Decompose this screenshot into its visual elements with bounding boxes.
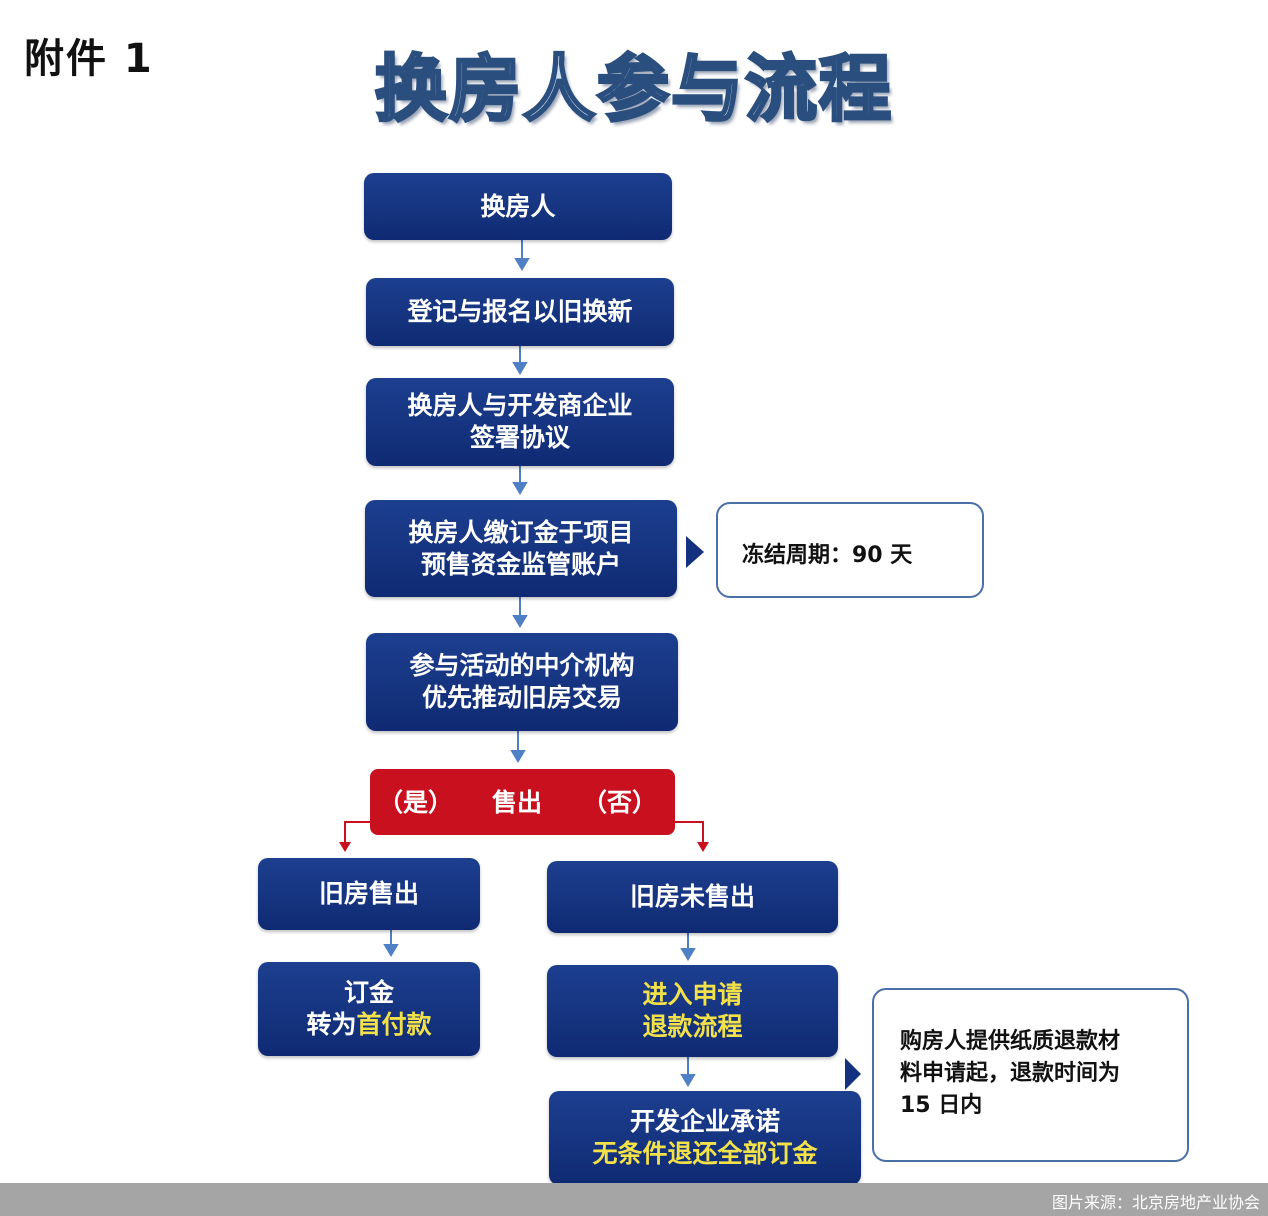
step-developer-promise: 开发企业承诺 无条件退还全部订金 [549,1091,861,1185]
downpayment-prefix: 转为 [306,1010,357,1039]
step-deposit-to-downpayment: 订金 转为首付款 [258,962,480,1056]
decision-yes: （是） [378,788,454,817]
step-agency-line-1: 参与活动的中介机构 [409,651,635,680]
step-pay-deposit: 换房人缴订金于项目 预售资金监管账户 [365,500,677,597]
page-title: 换房人参与流程 [373,46,893,133]
refund-note-line-3: 15 日内 [900,1093,983,1118]
branch-house-unsold: 旧房未售出 [547,861,838,933]
refund-line-2: 退款流程 [642,1012,743,1041]
deposit-text: 订金 [343,978,394,1007]
promise-line-1: 开发企业承诺 [629,1107,780,1136]
step-refund-process: 进入申请 退款流程 [547,965,838,1057]
step-exchanger-text: 换房人 [480,191,556,221]
step-register-text: 登记与报名以旧换新 [407,297,633,326]
branch-house-sold: 旧房售出 [258,858,480,930]
refund-line-1: 进入申请 [642,980,743,1009]
downpayment-highlight: 首付款 [356,1010,432,1039]
pointer-to-refund-note [845,1058,861,1090]
promise-line-2: 无条件退还全部订金 [592,1139,818,1168]
image-source: 图片来源：北京房地产业协会 [1051,1193,1260,1212]
footer-bar: 图片来源：北京房地产业协会 [0,1183,1268,1216]
step-exchanger: 换房人 [364,173,672,240]
house-sold-text: 旧房售出 [318,879,419,908]
refund-note-line-1: 购房人提供纸质退款材 [900,1029,1121,1054]
step-sign-line-2: 签署协议 [469,423,570,452]
freeze-period-text: 冻结周期：90 天 [742,543,913,568]
downpayment-line: 转为首付款 [306,1009,431,1041]
decision-sold: （是） 售出 （否） [370,769,675,835]
step-sign-agreement: 换房人与开发商企业 签署协议 [366,378,674,466]
step-agency-line-2: 优先推动旧房交易 [421,683,622,712]
decision-no: （否） [582,788,658,817]
house-unsold-text: 旧房未售出 [629,882,755,911]
arrow-decision-yes [344,821,370,843]
refund-note-line-2: 料申请起，退款时间为 [900,1061,1121,1086]
freeze-period-note: 冻结周期：90 天 [716,502,984,598]
pointer-to-freeze-note [686,536,704,568]
step-agency: 参与活动的中介机构 优先推动旧房交易 [366,633,678,731]
refund-time-note: 购房人提供纸质退款材 料申请起，退款时间为 15 日内 [872,988,1189,1162]
step-register: 登记与报名以旧换新 [366,278,674,346]
arrow-decision-no [673,821,704,843]
attachment-label: 附件 1 [24,36,154,82]
step-deposit-line-1: 换房人缴订金于项目 [408,517,634,547]
decision-label: 售出 [492,788,543,817]
step-deposit-line-2: 预售资金监管账户 [420,549,621,579]
step-sign-line-1: 换房人与开发商企业 [407,391,633,420]
